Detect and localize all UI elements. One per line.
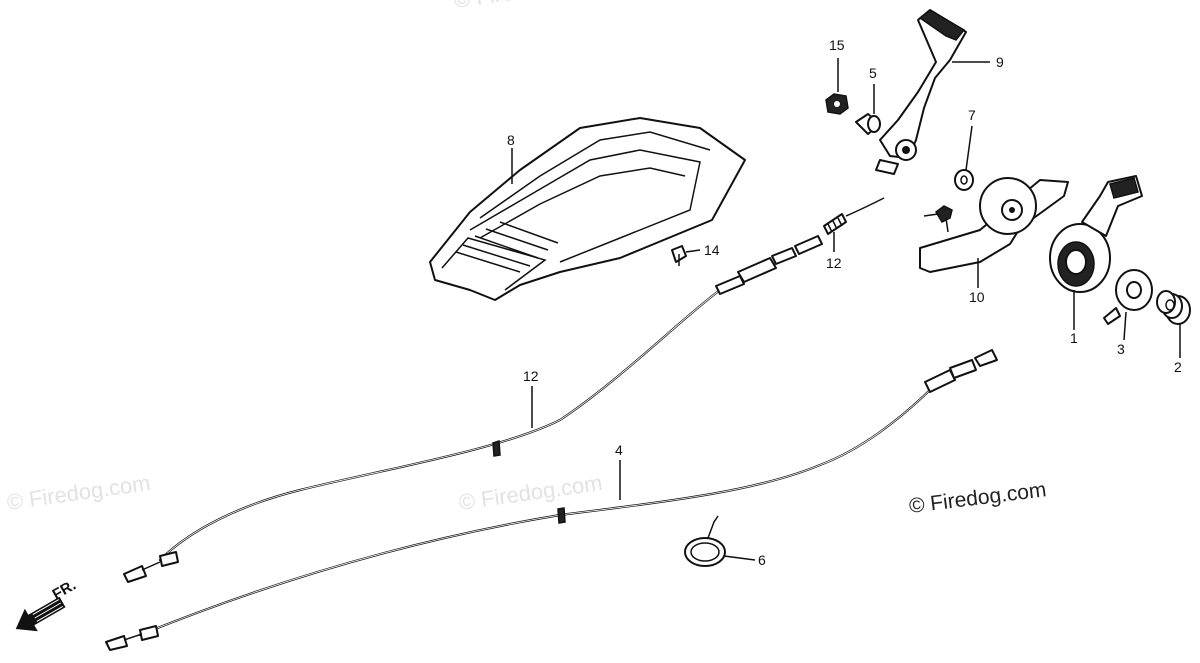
part-6-clamp — [684, 515, 726, 567]
callout-6: 6 — [758, 552, 766, 568]
callout-10: 10 — [969, 289, 985, 305]
leader-lines — [511, 58, 1181, 561]
front-direction-label: FR. — [50, 577, 79, 604]
part-8-cover — [429, 117, 746, 301]
callout-8: 8 — [507, 132, 515, 148]
part-5-collar — [855, 113, 881, 135]
callout-1: 1 — [1070, 330, 1078, 346]
callout-14: 15 — [829, 37, 845, 53]
callout-5: 5 — [869, 65, 877, 81]
callout-2: 2 — [1174, 359, 1182, 375]
part-13-clip — [671, 245, 687, 266]
part-2-spring — [1156, 290, 1191, 325]
watermark-faint-left: © Firedog.com — [5, 470, 152, 515]
part-15-bolt — [935, 205, 953, 233]
callout-13: 14 — [704, 242, 720, 258]
part-11-spring — [823, 197, 885, 235]
part-14-nut — [825, 93, 849, 115]
callout-11: 12 — [826, 255, 842, 271]
callout-12: 12 — [523, 368, 539, 384]
callout-3: 3 — [1117, 341, 1125, 357]
callout-7: 7 — [968, 107, 976, 123]
callout-9: 9 — [996, 54, 1004, 70]
part-12-cable — [123, 235, 823, 583]
watermark-faint-top: © Firedog.com — [452, 0, 599, 13]
part-7-washer — [954, 169, 974, 191]
watermark-faint-center: © Firedog.com — [457, 470, 604, 515]
watermark-main: © Firedog.com — [908, 478, 1048, 518]
part-9-lever — [875, 9, 967, 175]
front-direction-arrow — [15, 596, 66, 632]
part-3-plate — [1103, 269, 1153, 325]
part-10-bracket — [919, 177, 1069, 273]
part-1-throttle-lever — [1049, 175, 1143, 293]
part-4-cable — [105, 349, 998, 651]
callout-4: 4 — [615, 442, 623, 458]
